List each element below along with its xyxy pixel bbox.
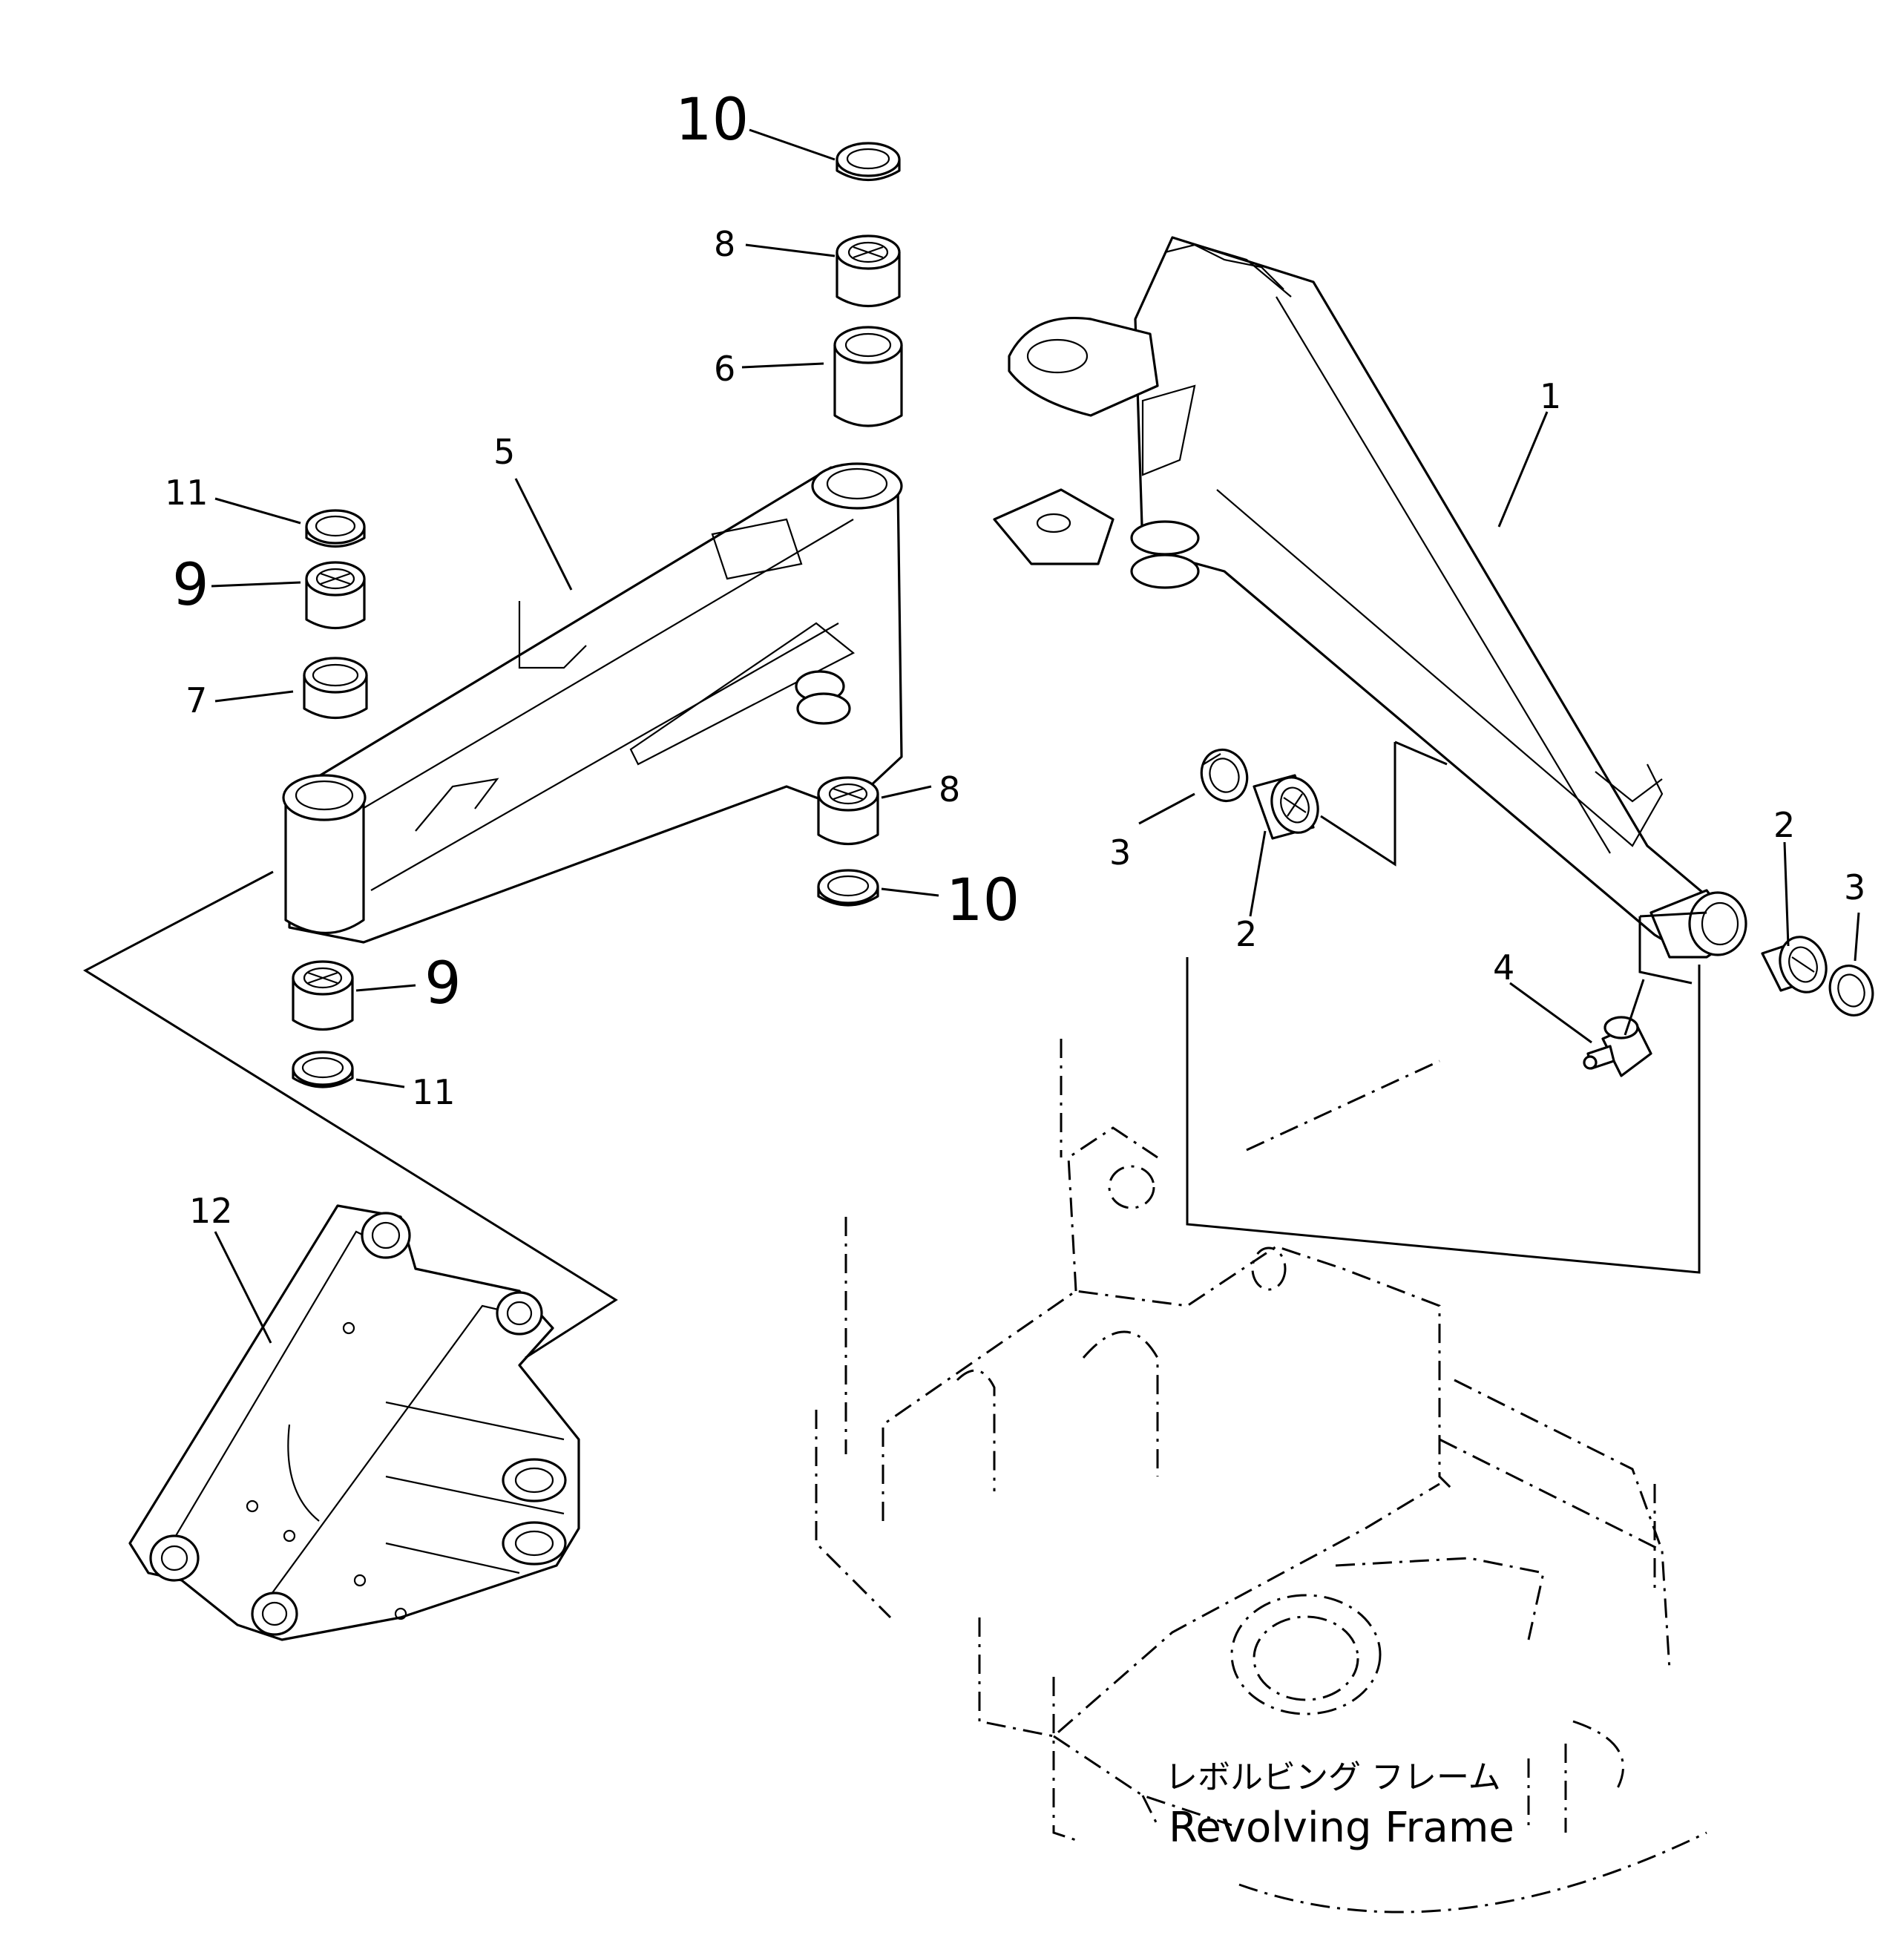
part-5-swing-arm bbox=[282, 462, 903, 944]
callout-7: 7 bbox=[186, 680, 207, 720]
part-3-bearing-right bbox=[1828, 965, 1874, 1016]
callout-9-bottom: 9 bbox=[424, 950, 462, 1017]
part-1-boom bbox=[993, 236, 1747, 959]
part-9-bushing-top bbox=[305, 561, 366, 630]
part-8-bushing-top bbox=[836, 234, 901, 308]
part-7-bushing bbox=[303, 657, 368, 720]
callout-10-mid: 10 bbox=[946, 867, 1020, 934]
revolving-frame bbox=[815, 1039, 1707, 1914]
callout-11-top: 11 bbox=[165, 473, 209, 513]
callout-5: 5 bbox=[493, 432, 515, 472]
part-4-grease-fitting bbox=[1583, 1016, 1652, 1077]
part-3-bearing-left bbox=[1200, 748, 1249, 803]
callout-2-left: 2 bbox=[1235, 914, 1257, 954]
revolving-frame-label: レボルビング フレーム Revolving Frame bbox=[1165, 1758, 1514, 1852]
callout-8-top: 8 bbox=[714, 224, 735, 264]
callout-1: 1 bbox=[1540, 376, 1561, 416]
callout-labels: 10 8 6 5 11 9 7 8 10 9 11 1 3 2 2 3 4 12 bbox=[165, 87, 1865, 1231]
callout-10-top: 10 bbox=[675, 87, 749, 154]
callout-6: 6 bbox=[714, 349, 735, 389]
part-6-pin bbox=[833, 326, 903, 427]
frame-label-english: Revolving Frame bbox=[1169, 1804, 1514, 1852]
callout-11-bottom: 11 bbox=[412, 1072, 456, 1112]
frame-label-japanese: レボルビング フレーム bbox=[1165, 1758, 1501, 1796]
part-11-bearing-bottom bbox=[292, 1051, 354, 1088]
part-11-bearing-top bbox=[305, 509, 366, 548]
part-10-bearing-top bbox=[836, 142, 901, 182]
callout-3-left: 3 bbox=[1109, 832, 1131, 873]
callout-2-right: 2 bbox=[1773, 805, 1795, 845]
part-9-bushing-bottom bbox=[292, 960, 354, 1031]
callout-3-right: 3 bbox=[1844, 867, 1865, 907]
part-8-bushing-mid bbox=[817, 776, 879, 846]
leader-lines bbox=[211, 128, 1860, 1344]
part-10-bearing-mid bbox=[817, 869, 879, 907]
assembly-lines bbox=[82, 740, 1707, 1359]
part-2-bushing-right bbox=[1761, 936, 1828, 993]
callout-9-top: 9 bbox=[172, 552, 209, 619]
part-12-bracket bbox=[128, 1204, 580, 1641]
callout-12: 12 bbox=[189, 1191, 233, 1231]
callout-8-mid: 8 bbox=[939, 769, 960, 809]
part-2-bushing-left bbox=[1253, 774, 1319, 840]
callout-4: 4 bbox=[1493, 947, 1514, 988]
